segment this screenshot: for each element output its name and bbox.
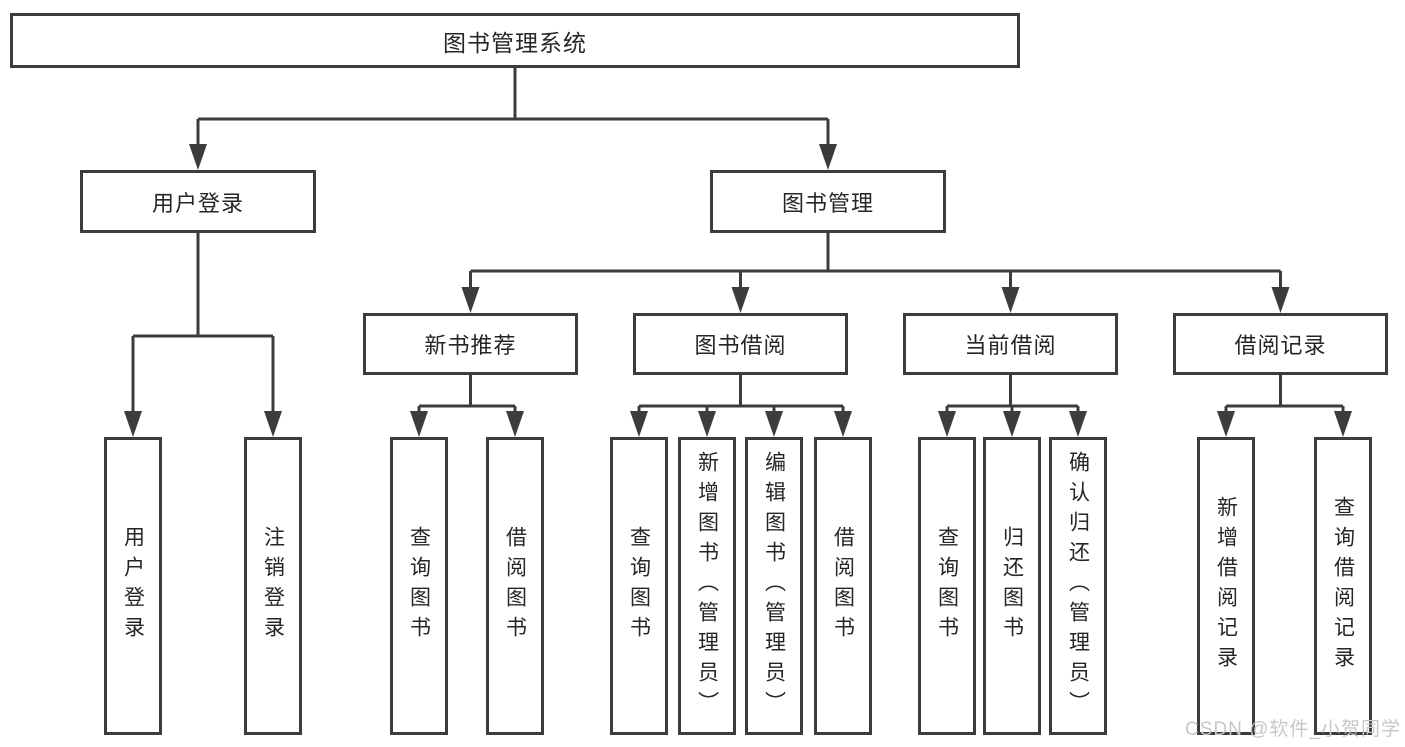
leaf-user-login: 用户登录: [104, 437, 162, 735]
node-user-login: 用户登录: [80, 170, 316, 233]
leaf-borrow-books-2-label: 借阅图书: [831, 526, 855, 646]
node-library-system: 图书管理系统: [10, 13, 1020, 68]
leaf-edit-book-admin-label: 编辑图书（管理员）: [762, 451, 786, 721]
leaf-add-book-admin-label: 新增图书（管理员）: [695, 451, 719, 721]
arrowheads: [124, 144, 1352, 437]
leaf-query-books-3: 查询图书: [918, 437, 976, 735]
leaf-return-books: 归还图书: [983, 437, 1041, 735]
node-current-borrowing-label: 当前借阅: [964, 333, 1057, 358]
leaf-confirm-return-admin: 确认归还（管理员）: [1049, 437, 1107, 735]
leaf-query-books-2-label: 查询图书: [627, 526, 651, 646]
leaf-return-books-label: 归还图书: [1000, 526, 1024, 646]
leaf-query-books-2: 查询图书: [610, 437, 668, 735]
leaf-logout: 注销登录: [244, 437, 302, 735]
leaf-user-login-label: 用户登录: [121, 526, 145, 646]
node-new-book-recommendation-label: 新书推荐: [424, 333, 517, 358]
leaf-confirm-return-admin-label: 确认归还（管理员）: [1066, 451, 1090, 721]
leaf-logout-label: 注销登录: [261, 526, 285, 646]
leaf-query-borrow-record: 查询借阅记录: [1314, 437, 1372, 735]
leaf-add-borrow-record-label: 新增借阅记录: [1214, 496, 1238, 676]
node-borrowing-records: 借阅记录: [1173, 313, 1388, 375]
node-book-borrowing-label: 图书借阅: [694, 333, 787, 358]
node-user-login-label: 用户登录: [151, 190, 244, 216]
node-book-management: 图书管理: [710, 170, 946, 233]
node-book-borrowing: 图书借阅: [633, 313, 848, 375]
node-library-system-label: 图书管理系统: [443, 29, 587, 56]
leaf-borrow-books-1: 借阅图书: [486, 437, 544, 735]
node-current-borrowing: 当前借阅: [903, 313, 1118, 375]
leaf-query-books-3-label: 查询图书: [935, 526, 959, 646]
leaf-add-book-admin: 新增图书（管理员）: [678, 437, 736, 735]
leaf-query-books-1: 查询图书: [390, 437, 448, 735]
node-new-book-recommendation: 新书推荐: [363, 313, 578, 375]
watermark: CSDN @软件_小贺同学: [1185, 719, 1401, 740]
leaf-query-books-1-label: 查询图书: [407, 526, 431, 646]
leaf-borrow-books-2: 借阅图书: [814, 437, 872, 735]
leaf-edit-book-admin: 编辑图书（管理员）: [745, 437, 803, 735]
node-book-management-label: 图书管理: [781, 190, 874, 216]
leaf-query-borrow-record-label: 查询借阅记录: [1331, 496, 1355, 676]
leaf-borrow-books-1-label: 借阅图书: [503, 526, 527, 646]
node-borrowing-records-label: 借阅记录: [1234, 333, 1327, 358]
leaf-add-borrow-record: 新增借阅记录: [1197, 437, 1255, 735]
